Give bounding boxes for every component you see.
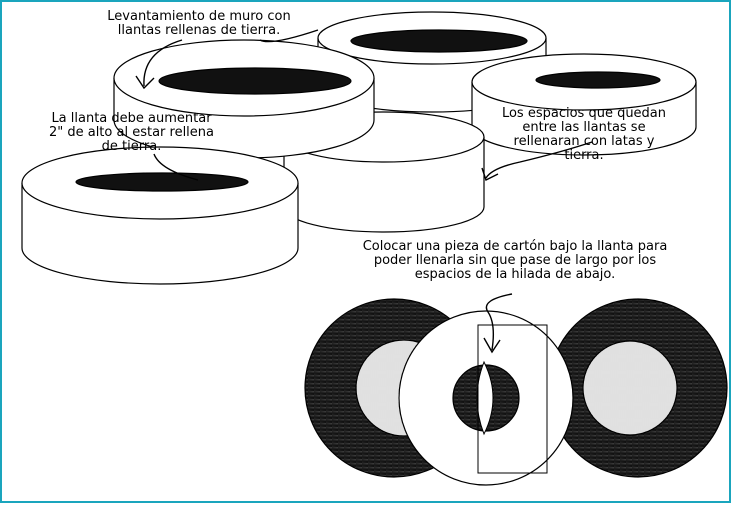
tire-top-right [317,11,547,113]
arrow-icon [153,153,199,181]
arrow-icon [481,141,593,181]
height-note-label: La llanta debe aumentar 2" de alto al es… [48,111,215,154]
cardboard-piece [477,324,548,474]
cardboard-note-label: Colocar una pieza de cartón bajo la llan… [362,239,668,282]
tire-middle-left-upper [113,39,375,159]
tire-far-right [471,53,697,156]
top-view-tire-center [398,310,574,486]
arrow-icon [135,29,319,90]
top-view-tire-right [548,298,728,478]
arrow-icon [483,293,513,354]
tire-bottom-left [21,146,299,285]
gaps-note-label: Los espacios que quedan entre las llanta… [501,106,667,163]
wall-title-label: Levantamiento de muro con llantas rellen… [107,9,291,38]
